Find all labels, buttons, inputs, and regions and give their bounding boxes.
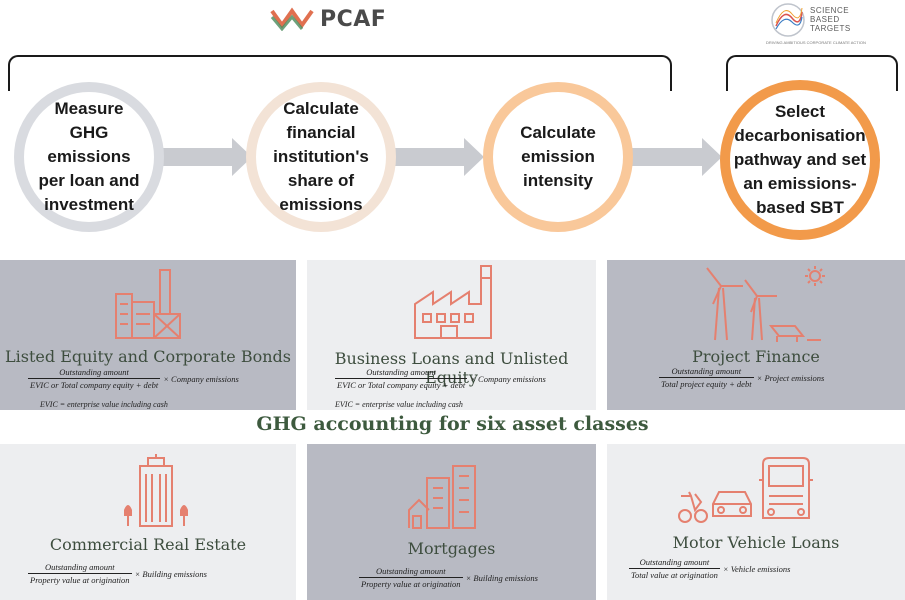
asset-title: Motor Vehicle Loans [672,533,840,552]
arrow-icon [392,138,484,176]
asset-title: Business Loans and Unlisted Equity [334,349,569,387]
houses-icon [408,465,476,529]
formula-numerator: Outstanding amount [44,562,115,572]
formula-denominator: Property value at origination [359,577,463,589]
formula-multiplier: × Project emissions [756,372,825,383]
asset-title: Commercial Real Estate [49,535,247,554]
pcaf-scope-bracket [8,55,672,91]
formula-numerator: Outstanding amount [375,566,446,576]
factory-outline-icon [115,269,181,339]
pcaf-mark-icon [270,7,314,31]
asset-title: Mortgages [407,539,496,558]
step-label: Calculate financial institution's share … [273,99,369,214]
asset-note: EVIC = enterprise value including cash [40,400,168,409]
formula-multiplier: × Building emissions [465,572,538,583]
asset-panel-business-loans: Business Loans and Unlisted Equity Outst… [307,260,596,410]
pcaf-logo-text: PCAF [320,6,387,32]
formula-denominator: Total value at origination [629,568,720,580]
step-set-sbt: Select decarbonisation pathway and set a… [720,80,880,240]
step-emission-intensity: Calculate emission intensity [483,82,633,232]
sbt-logo: SCIENCE BASED TARGETS DRIVING AMBITIOUS … [766,2,896,50]
sbt-scope-bracket [726,55,898,91]
formula-denominator: EVIC or Total company equity + debt [335,378,468,390]
wind-solar-icon [706,266,825,342]
formula-denominator: EVIC or Total company equity + debt [28,378,161,390]
sbt-tagline: DRIVING AMBITIOUS CORPORATE CLIMATE ACTI… [766,40,866,45]
asset-title: Listed Equity and Corporate Bonds [5,347,291,366]
arrow-icon [160,138,252,176]
formula-multiplier: × Company emissions [470,373,546,384]
pcaf-logo: PCAF [270,4,420,34]
asset-note: EVIC = enterprise value including cash [335,400,463,409]
formula-multiplier: × Company emissions [163,373,239,384]
sbt-mark-icon [771,3,805,37]
arrow-icon [630,138,722,176]
step-label: Measure GHG emissions per loan and inves… [38,99,140,214]
factory-icon [414,265,492,339]
asset-panel-commercial-real-estate: Commercial Real Estate Outstanding amoun… [0,444,296,600]
step-measure-emissions: Measure GHG emissions per loan and inves… [14,82,164,232]
formula-multiplier: × Vehicle emissions [722,563,791,574]
step-label: Select decarbonisation pathway and set a… [733,102,867,217]
asset-panel-listed-equity: Listed Equity and Corporate Bonds Outsta… [0,260,296,410]
formula-numerator: Outstanding amount [639,557,710,567]
step-calculate-share: Calculate financial institution's share … [246,82,396,232]
formula-numerator: Outstanding amount [671,366,742,376]
formula-denominator: Total project equity + debt [659,377,754,389]
asset-title: Project Finance [692,347,820,366]
skyscraper-icon [124,454,188,527]
center-heading: GHG accounting for six asset classes [256,413,649,435]
formula-numerator: Outstanding amount [366,367,436,377]
vehicles-icon [678,457,813,523]
formula-numerator: Outstanding amount [59,367,129,377]
formula-multiplier: × Building emissions [134,568,207,579]
sbt-logo-text: SCIENCE BASED TARGETS [810,6,851,33]
step-label: Calculate emission intensity [520,123,596,190]
formula-denominator: Property value at origination [28,573,132,585]
